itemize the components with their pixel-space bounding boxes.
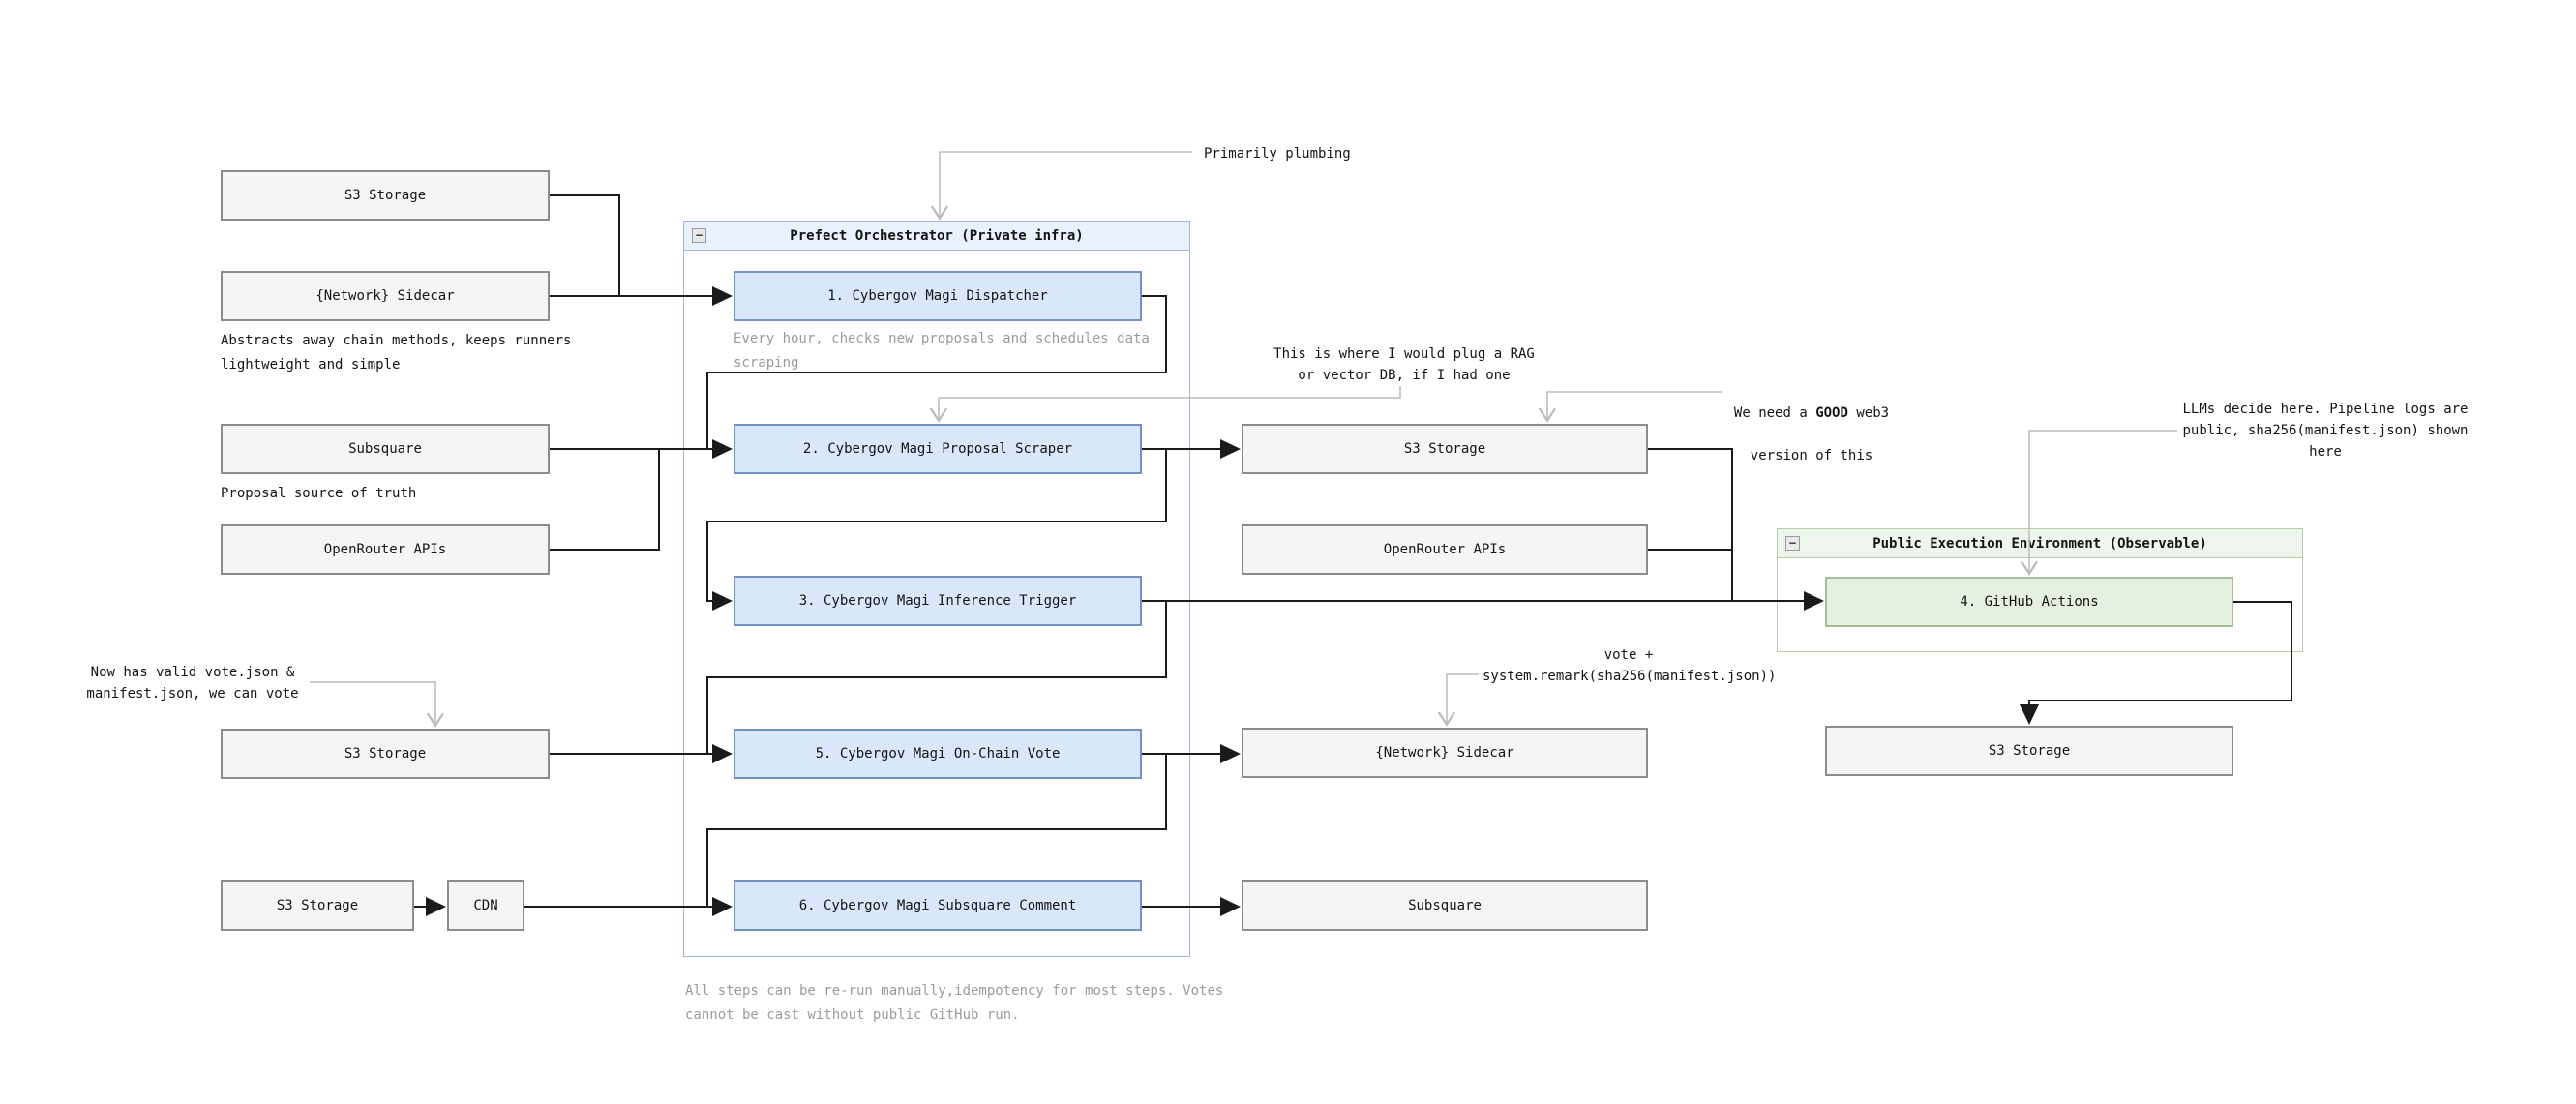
node-network-sidecar-left[interactable]: {Network} Sidecar <box>221 271 550 321</box>
node-label: 4. GitHub Actions <box>1960 594 2099 610</box>
annotation-text: web3 <box>1847 405 1890 421</box>
public-exec-title: Public Execution Environment (Observable… <box>1872 535 2207 552</box>
leader-now-valid <box>310 681 435 725</box>
node-label: S3 Storage <box>1403 441 1486 457</box>
prefect-header[interactable]: − Prefect Orchestrator (Private infra) <box>684 222 1189 251</box>
annotation-now-valid: Now has valid vote.json & manifest.json,… <box>86 665 299 701</box>
public-exec-header[interactable]: − Public Execution Environment (Observab… <box>1778 529 2302 558</box>
node-proposal-scraper[interactable]: 2. Cybergov Magi Proposal Scraper <box>734 424 1142 474</box>
node-label: 6. Cybergov Magi Subsquare Comment <box>798 898 1077 913</box>
node-label: Subsquare <box>1408 898 1482 913</box>
annotation-rag: This is where I would plug a RAG or vect… <box>1273 346 1535 383</box>
node-dispatcher[interactable]: 1. Cybergov Magi Dispatcher <box>734 271 1142 321</box>
node-label: OpenRouter APIs <box>1383 542 1507 557</box>
node-network-sidecar-right[interactable]: {Network} Sidecar <box>1242 728 1648 778</box>
node-label: 3. Cybergov Magi Inference Trigger <box>798 593 1077 609</box>
node-subsquare-comment[interactable]: 6. Cybergov Magi Subsquare Comment <box>734 880 1142 931</box>
container-prefect-orchestrator: − Prefect Orchestrator (Private infra) <box>683 221 1190 957</box>
edge-vote-loop-to-comment <box>706 753 1167 907</box>
node-github-actions[interactable]: 4. GitHub Actions <box>1825 577 2233 627</box>
node-label: 5. Cybergov Magi On-Chain Vote <box>815 746 1061 761</box>
annotation-llms: LLMs decide here. Pipeline logs are publ… <box>2182 402 2469 460</box>
node-s3-storage-bottom-right[interactable]: S3 Storage <box>1825 726 2233 776</box>
container-public-execution: − Public Execution Environment (Observab… <box>1777 528 2303 652</box>
node-label: {Network} Sidecar <box>315 288 455 304</box>
caption-all-steps: All steps can be re-run manually,idempot… <box>685 983 1224 1023</box>
node-label: S3 Storage <box>344 746 427 761</box>
caption-every-hour: Every hour, checks new proposals and sch… <box>734 331 1150 371</box>
node-onchain-vote[interactable]: 5. Cybergov Magi On-Chain Vote <box>734 729 1142 779</box>
edge-openrouter-left-merge <box>550 449 660 551</box>
node-label: 1. Cybergov Magi Dispatcher <box>827 288 1048 304</box>
node-s3-storage-right[interactable]: S3 Storage <box>1242 424 1648 474</box>
node-label: S3 Storage <box>276 898 359 913</box>
leader-rag <box>939 386 1401 420</box>
edge-github-to-s3 <box>2020 601 2292 725</box>
node-cdn[interactable]: CDN <box>447 880 524 931</box>
node-label: CDN <box>473 898 498 913</box>
collapse-icon[interactable]: − <box>692 228 706 243</box>
node-s3-storage-bottom[interactable]: S3 Storage <box>221 880 414 931</box>
node-openrouter-apis-left[interactable]: OpenRouter APIs <box>221 524 550 575</box>
edge-scraper-loop-to-inference <box>706 448 1167 611</box>
node-subsquare-right[interactable]: Subsquare <box>1242 880 1648 931</box>
leader-vote <box>1447 673 1479 724</box>
node-s3-storage-top-left[interactable]: S3 Storage <box>221 170 550 221</box>
annotation-good-web3: We need a GOOD web3 version of this <box>1729 381 1894 488</box>
collapse-icon[interactable]: − <box>1785 536 1800 551</box>
annotation-plumbing: Primarily plumbing <box>1204 146 1351 162</box>
annotation-bold-text: GOOD <box>1815 405 1848 421</box>
annotation-good-web3-line2: version of this <box>1750 448 1873 463</box>
edge-dispatcher-loop-to-scraper <box>706 295 1167 449</box>
node-subsquare-left[interactable]: Subsquare <box>221 424 550 474</box>
caption-abstracts: Abstracts away chain methods, keeps runn… <box>221 333 572 373</box>
node-label: Subsquare <box>348 441 422 457</box>
node-label: OpenRouter APIs <box>323 542 447 557</box>
node-inference-trigger[interactable]: 3. Cybergov Magi Inference Trigger <box>734 576 1142 626</box>
caption-proposal-truth: Proposal source of truth <box>221 486 417 501</box>
node-openrouter-apis-right[interactable]: OpenRouter APIs <box>1242 524 1648 575</box>
node-label: S3 Storage <box>344 188 427 203</box>
leader-good-web3 <box>1547 391 1722 420</box>
annotation-text: We need a <box>1733 405 1816 421</box>
leader-plumbing <box>940 151 1192 218</box>
node-s3-storage-row5[interactable]: S3 Storage <box>221 729 550 779</box>
edge-s3-input-merge <box>550 194 620 296</box>
leader-llms <box>2029 430 2177 573</box>
annotation-good-web3-line1: We need a GOOD web3 <box>1729 403 1894 424</box>
node-label: S3 Storage <box>1988 743 2071 759</box>
annotation-vote: vote + system.remark(sha256(manifest.jso… <box>1483 647 1777 684</box>
node-label: 2. Cybergov Magi Proposal Scraper <box>802 441 1073 457</box>
edge-inference-loop-to-vote <box>706 600 1167 754</box>
node-label: {Network} Sidecar <box>1375 745 1514 761</box>
edge-s3-right-merge <box>1648 448 1733 601</box>
prefect-title: Prefect Orchestrator (Private infra) <box>790 227 1084 244</box>
